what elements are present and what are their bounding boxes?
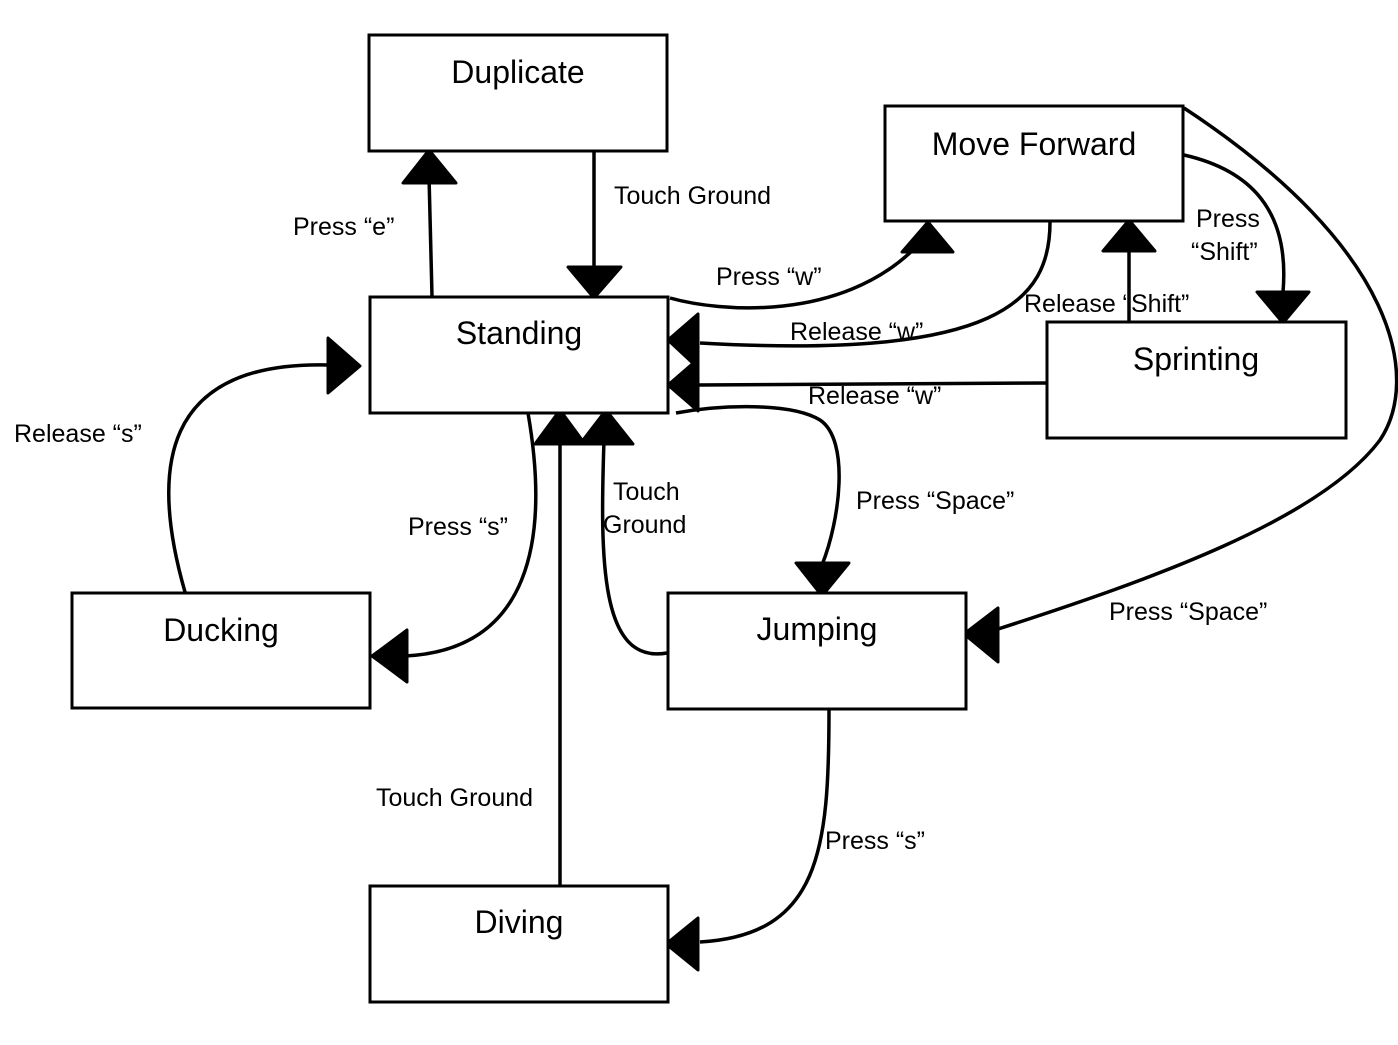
state-move-forward-label: Move Forward xyxy=(932,126,1137,162)
state-jumping-label: Jumping xyxy=(757,611,878,647)
arrowhead-jumping-right xyxy=(962,606,1000,664)
state-move-forward-box xyxy=(883,104,1185,223)
edge-move-forward-to-sprinting xyxy=(1183,153,1286,293)
label-move-forward-to-sprinting-line2: “Shift” xyxy=(1191,238,1258,266)
label-sprinting-to-standing: Release “w” xyxy=(808,382,941,410)
edge-standing-to-jumping xyxy=(675,404,841,566)
label-ducking-to-standing: Release “s” xyxy=(14,420,142,448)
state-move-forward: Move Forward xyxy=(883,104,1185,223)
arrowhead-standing-right-lower xyxy=(666,357,700,413)
arrowhead-move-forward-bottom-right xyxy=(1101,218,1157,253)
label-standing-to-ducking: Press “s” xyxy=(408,513,508,541)
label-jumping-to-standing-line1: Touch xyxy=(613,478,680,506)
state-jumping: Jumping xyxy=(666,591,968,711)
label-diving-to-standing: Touch Ground xyxy=(376,784,533,812)
edge-standing-to-ducking xyxy=(404,412,538,658)
state-diving: Diving xyxy=(368,884,670,1004)
edge-move-forward-to-jumping xyxy=(994,106,1398,632)
label-standing-to-move-forward: Press “w” xyxy=(716,263,822,291)
arrowhead-standing-bottom-left xyxy=(533,408,587,446)
label-jumping-to-diving: Press “s” xyxy=(825,827,925,855)
edge-jumping-to-diving xyxy=(699,709,831,944)
state-sprinting-box xyxy=(1045,320,1348,440)
edge-move-forward-to-standing xyxy=(699,221,1052,348)
state-sprinting-label: Sprinting xyxy=(1133,341,1259,377)
state-diving-box xyxy=(368,884,670,1004)
arrowhead-jumping-top xyxy=(794,561,851,598)
label-move-forward-to-jumping: Press “Space” xyxy=(1109,598,1267,626)
arrowhead-diving-right xyxy=(664,916,700,972)
label-sprinting-to-move-forward: Release “Shift” xyxy=(1024,290,1189,318)
state-standing-box xyxy=(368,295,670,415)
arrowhead-ducking-right xyxy=(370,628,409,684)
label-move-forward-to-standing: Release “w” xyxy=(790,318,923,346)
edge-ducking-to-standing xyxy=(166,363,331,593)
label-move-forward-to-sprinting-line1: Press xyxy=(1196,205,1260,233)
label-standing-to-duplicate: Press “e” xyxy=(293,213,394,241)
edge-standing-to-duplicate xyxy=(427,175,434,297)
edge-jumping-to-standing xyxy=(600,439,668,656)
state-duplicate: Duplicate xyxy=(367,33,669,153)
arrowhead-standing-left xyxy=(326,336,362,395)
edge-sprinting-to-standing xyxy=(697,381,1049,387)
edge-standing-to-move-forward xyxy=(669,246,917,310)
arrowhead-move-forward-bottom xyxy=(900,220,955,254)
arrowhead-standing-right-upper xyxy=(666,312,700,370)
state-sprinting: Sprinting xyxy=(1045,320,1348,440)
state-duplicate-label: Duplicate xyxy=(451,54,584,90)
state-ducking: Ducking xyxy=(70,591,372,710)
state-jumping-box xyxy=(666,591,968,711)
state-duplicate-box xyxy=(367,33,669,153)
state-standing: Standing xyxy=(368,295,670,415)
state-ducking-box xyxy=(70,591,372,710)
label-jumping-to-standing-line2: Ground xyxy=(603,511,686,539)
arrowhead-sprinting-top xyxy=(1255,290,1311,325)
state-diving-label: Diving xyxy=(475,904,564,940)
label-standing-to-jumping: Press “Space” xyxy=(856,487,1014,515)
arrowhead-standing-top xyxy=(566,265,623,300)
arrowhead-duplicate-bottom xyxy=(401,148,458,185)
arrowhead-standing-bottom-right xyxy=(578,408,635,446)
state-ducking-label: Ducking xyxy=(163,612,279,648)
state-standing-label: Standing xyxy=(456,315,582,351)
label-duplicate-to-standing: Touch Ground xyxy=(614,182,771,210)
